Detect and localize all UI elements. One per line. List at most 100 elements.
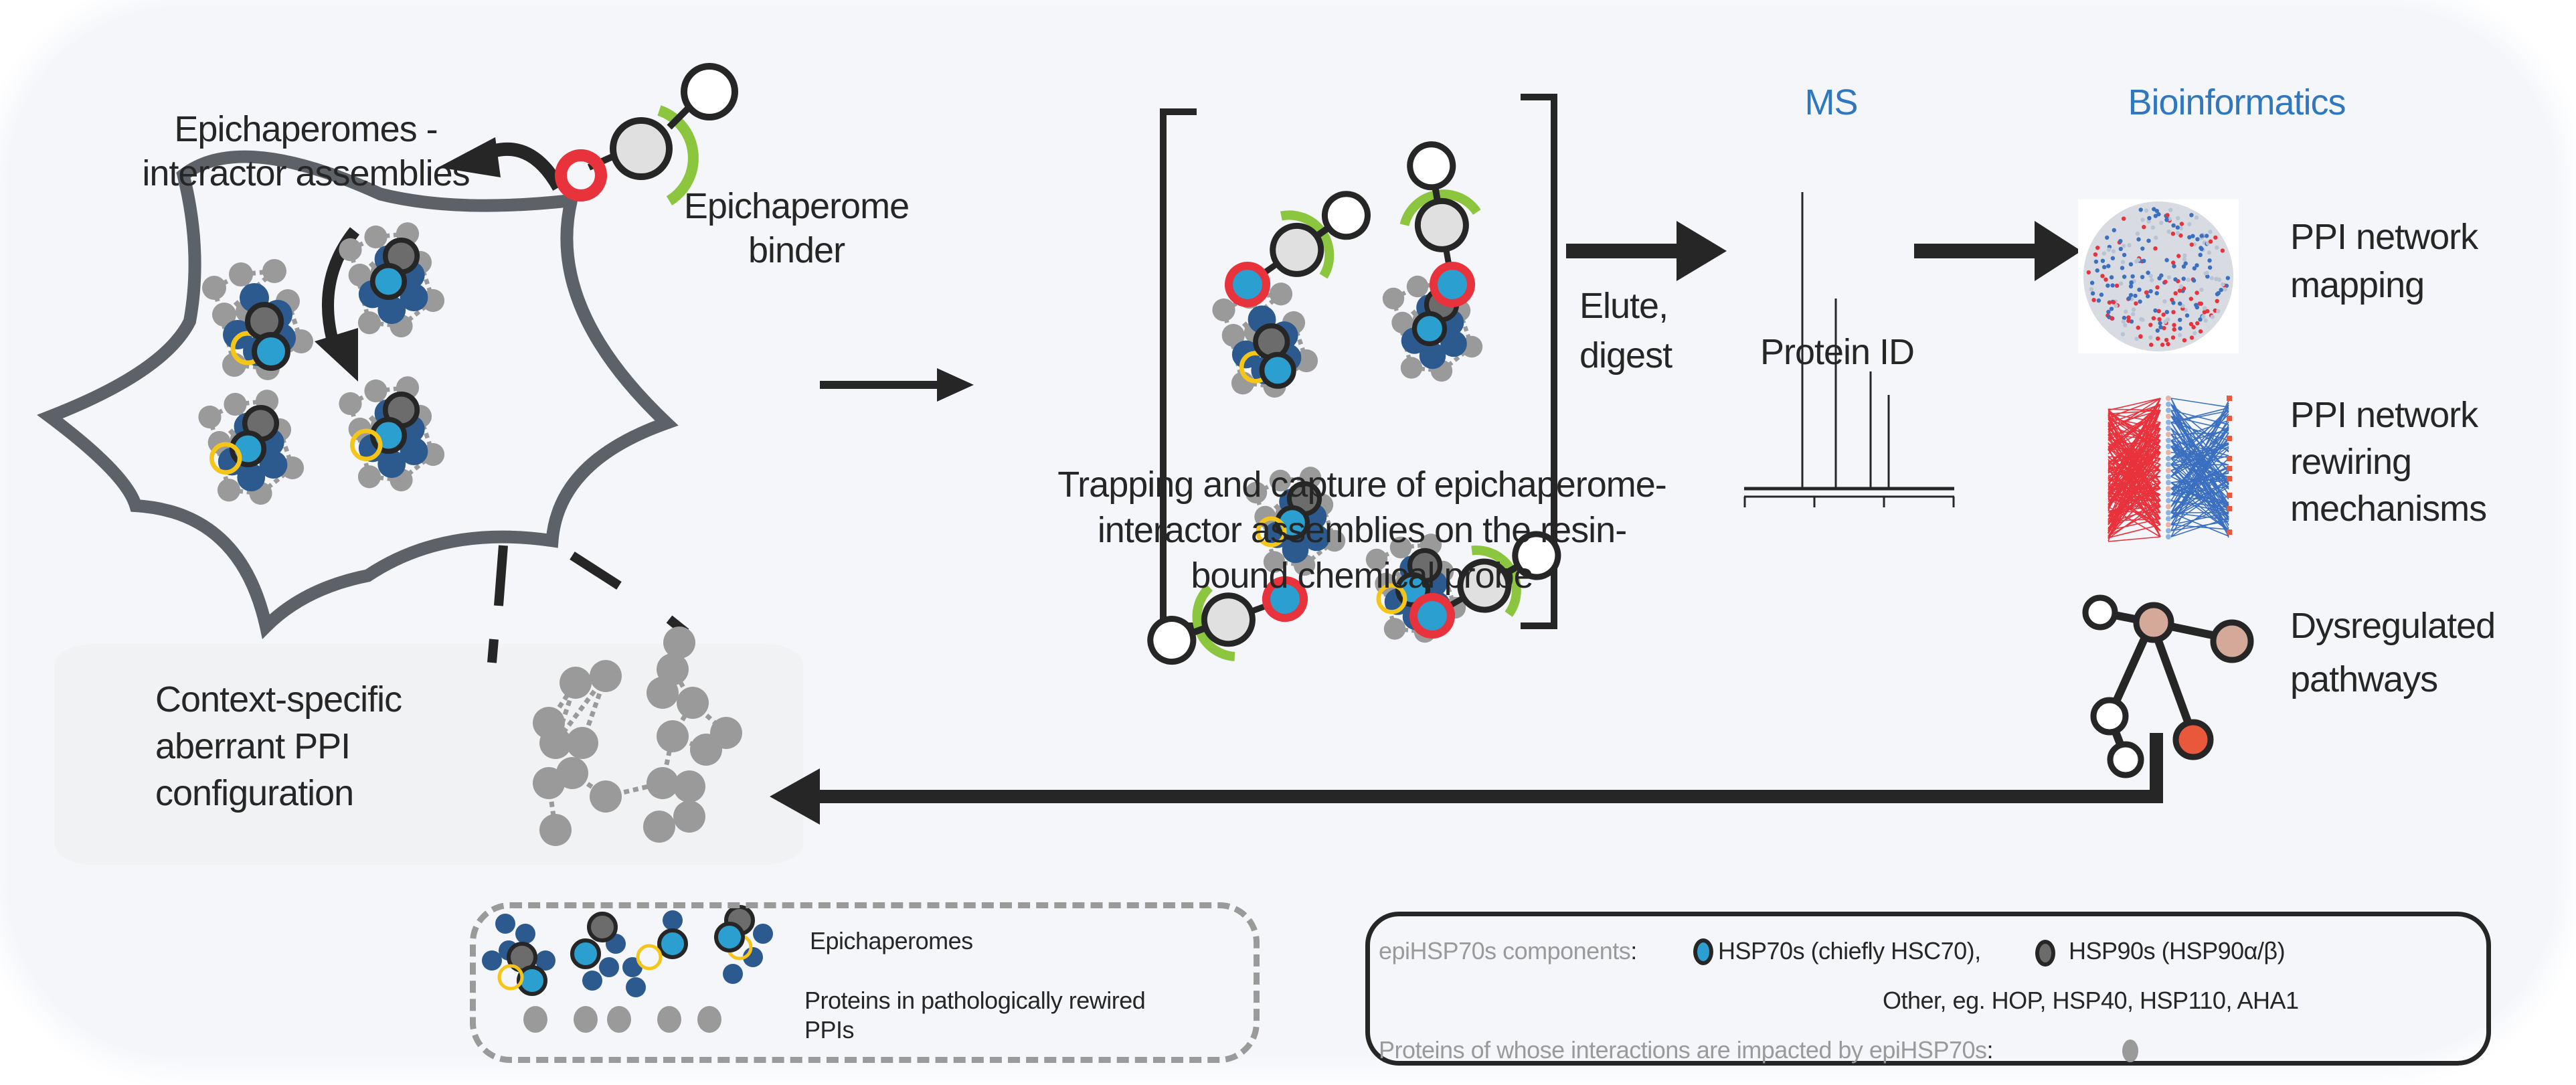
process-arrow-1-head (937, 368, 974, 402)
rewiring-edge-lost (2108, 458, 2161, 525)
legend-epichaperome-glyph (570, 912, 626, 991)
network-node (2205, 270, 2209, 275)
rewiring-edge-lost (2108, 500, 2161, 539)
interactor-protein (1269, 469, 1292, 492)
legend-epichaperomes-box (470, 902, 1260, 1063)
network-node (2138, 299, 2142, 304)
interactor-protein (198, 405, 222, 429)
network-node (2120, 260, 2126, 264)
interactor-protein (364, 379, 388, 403)
ppi-edge (1320, 504, 1337, 541)
network-node (2195, 263, 2199, 268)
epichaperome-cluster (198, 390, 305, 505)
network-node (2172, 327, 2176, 332)
network-node (2170, 232, 2176, 236)
legend-components-label: epiHSP70s components (1379, 937, 1631, 965)
network-node (2086, 270, 2091, 275)
process-arrow-3-head (2035, 221, 2081, 281)
ppi-mapping-line-1: PPI network (2290, 217, 2478, 257)
rewiring-edge-gained (2170, 467, 2229, 495)
network-node (2172, 323, 2176, 327)
feedback-arrowhead (770, 768, 820, 825)
rewiring-node (2166, 438, 2171, 443)
epichaperome-assemblies-line-1: Epichaperomes - (174, 109, 438, 149)
network-node (2128, 262, 2134, 266)
network-node (2157, 317, 2162, 322)
rewiring-edge-gained (2170, 407, 2229, 423)
hsp70-protein (517, 965, 547, 996)
network-node (2093, 252, 2098, 257)
rewiring-edge-gained (2170, 440, 2229, 456)
rewiring-node (2166, 450, 2171, 455)
legend-rewired-line-2: PPIs (804, 1016, 855, 1044)
network-node (2159, 273, 2164, 278)
feedback-arrow (817, 733, 2163, 803)
cochaperone-protein (377, 450, 406, 479)
network-node (2095, 246, 2100, 250)
hsp70-protein (1259, 351, 1296, 389)
probe-bead (1321, 191, 1371, 240)
network-node (2140, 218, 2145, 222)
network-node (2159, 220, 2164, 226)
rewiring-node (2166, 408, 2171, 413)
interactor-protein (348, 263, 371, 287)
interactor-protein (1269, 282, 1293, 306)
network-node (2217, 277, 2222, 282)
legend-hsp90-label: HSP90s (HSP90α/β) (2069, 937, 2286, 965)
network-node (2160, 342, 2165, 347)
ppi-node (566, 727, 598, 759)
context-specific-label: Context-specific aberrant PPI configurat… (155, 676, 402, 817)
probe-bead (1407, 141, 1456, 191)
rewiring-edge-lost (2108, 398, 2161, 511)
rewiring-edge-lost (2108, 410, 2161, 426)
network-node (2202, 306, 2207, 311)
interactor-protein (1400, 357, 1423, 379)
interactor-protein (357, 465, 381, 489)
process-arrow-2-head (1677, 221, 1727, 281)
network-node (2151, 316, 2156, 321)
cochaperone-protein (753, 924, 773, 944)
cochaperone-protein (626, 977, 646, 997)
network-node (2180, 303, 2185, 309)
rewiring-edge-lost (2108, 445, 2161, 507)
ppi-mapping-line-2: mapping (2290, 265, 2425, 305)
network-node (2171, 223, 2176, 228)
network-node (2162, 299, 2167, 304)
network-node (2181, 276, 2186, 281)
network-node (2195, 290, 2199, 295)
rewiring-target-node (2227, 493, 2232, 498)
dysregulated-pathways-label: Dysregulated pathways (2290, 599, 2496, 706)
rewiring-edge-lost (2108, 482, 2161, 537)
rewiring-edge-gained (2170, 404, 2229, 473)
captured-probe (1399, 141, 1481, 307)
rewiring-edge-gained (2170, 480, 2229, 519)
network-node (2220, 248, 2225, 253)
rewiring-edge-gained (2170, 422, 2229, 441)
network-node (2191, 278, 2197, 283)
cochaperone-protein (1419, 342, 1446, 369)
network-node (2138, 334, 2143, 339)
cochaperone-protein (237, 463, 266, 492)
network-node (2189, 242, 2194, 247)
hsp70-protein (570, 938, 601, 969)
rewiring-edge-lost (2108, 398, 2161, 419)
network-node (2154, 235, 2158, 240)
rewiring-edge-lost (2108, 434, 2161, 483)
network-node (2089, 280, 2095, 285)
rewiring-edge-lost (2108, 452, 2161, 473)
ppi-node (677, 687, 709, 719)
network-node (2175, 230, 2180, 236)
cochaperone-protein (1282, 536, 1309, 564)
trapping-caption-line-1: Trapping and capture of epichaperome- (1057, 465, 1667, 505)
network-node (2099, 293, 2104, 297)
legend-other-label: Other, eg. HOP, HSP40, HSP110, AHA1 (1883, 987, 2299, 1014)
binder-entry-arrowhead (438, 137, 501, 177)
network-node (2166, 275, 2172, 280)
network-node (2152, 207, 2156, 212)
network-node (2135, 231, 2140, 236)
epichaperome-cluster (339, 222, 445, 338)
rewiring-node (2166, 402, 2171, 407)
network-node (2205, 309, 2210, 314)
network-node (2171, 310, 2176, 315)
network-node (2221, 282, 2225, 287)
